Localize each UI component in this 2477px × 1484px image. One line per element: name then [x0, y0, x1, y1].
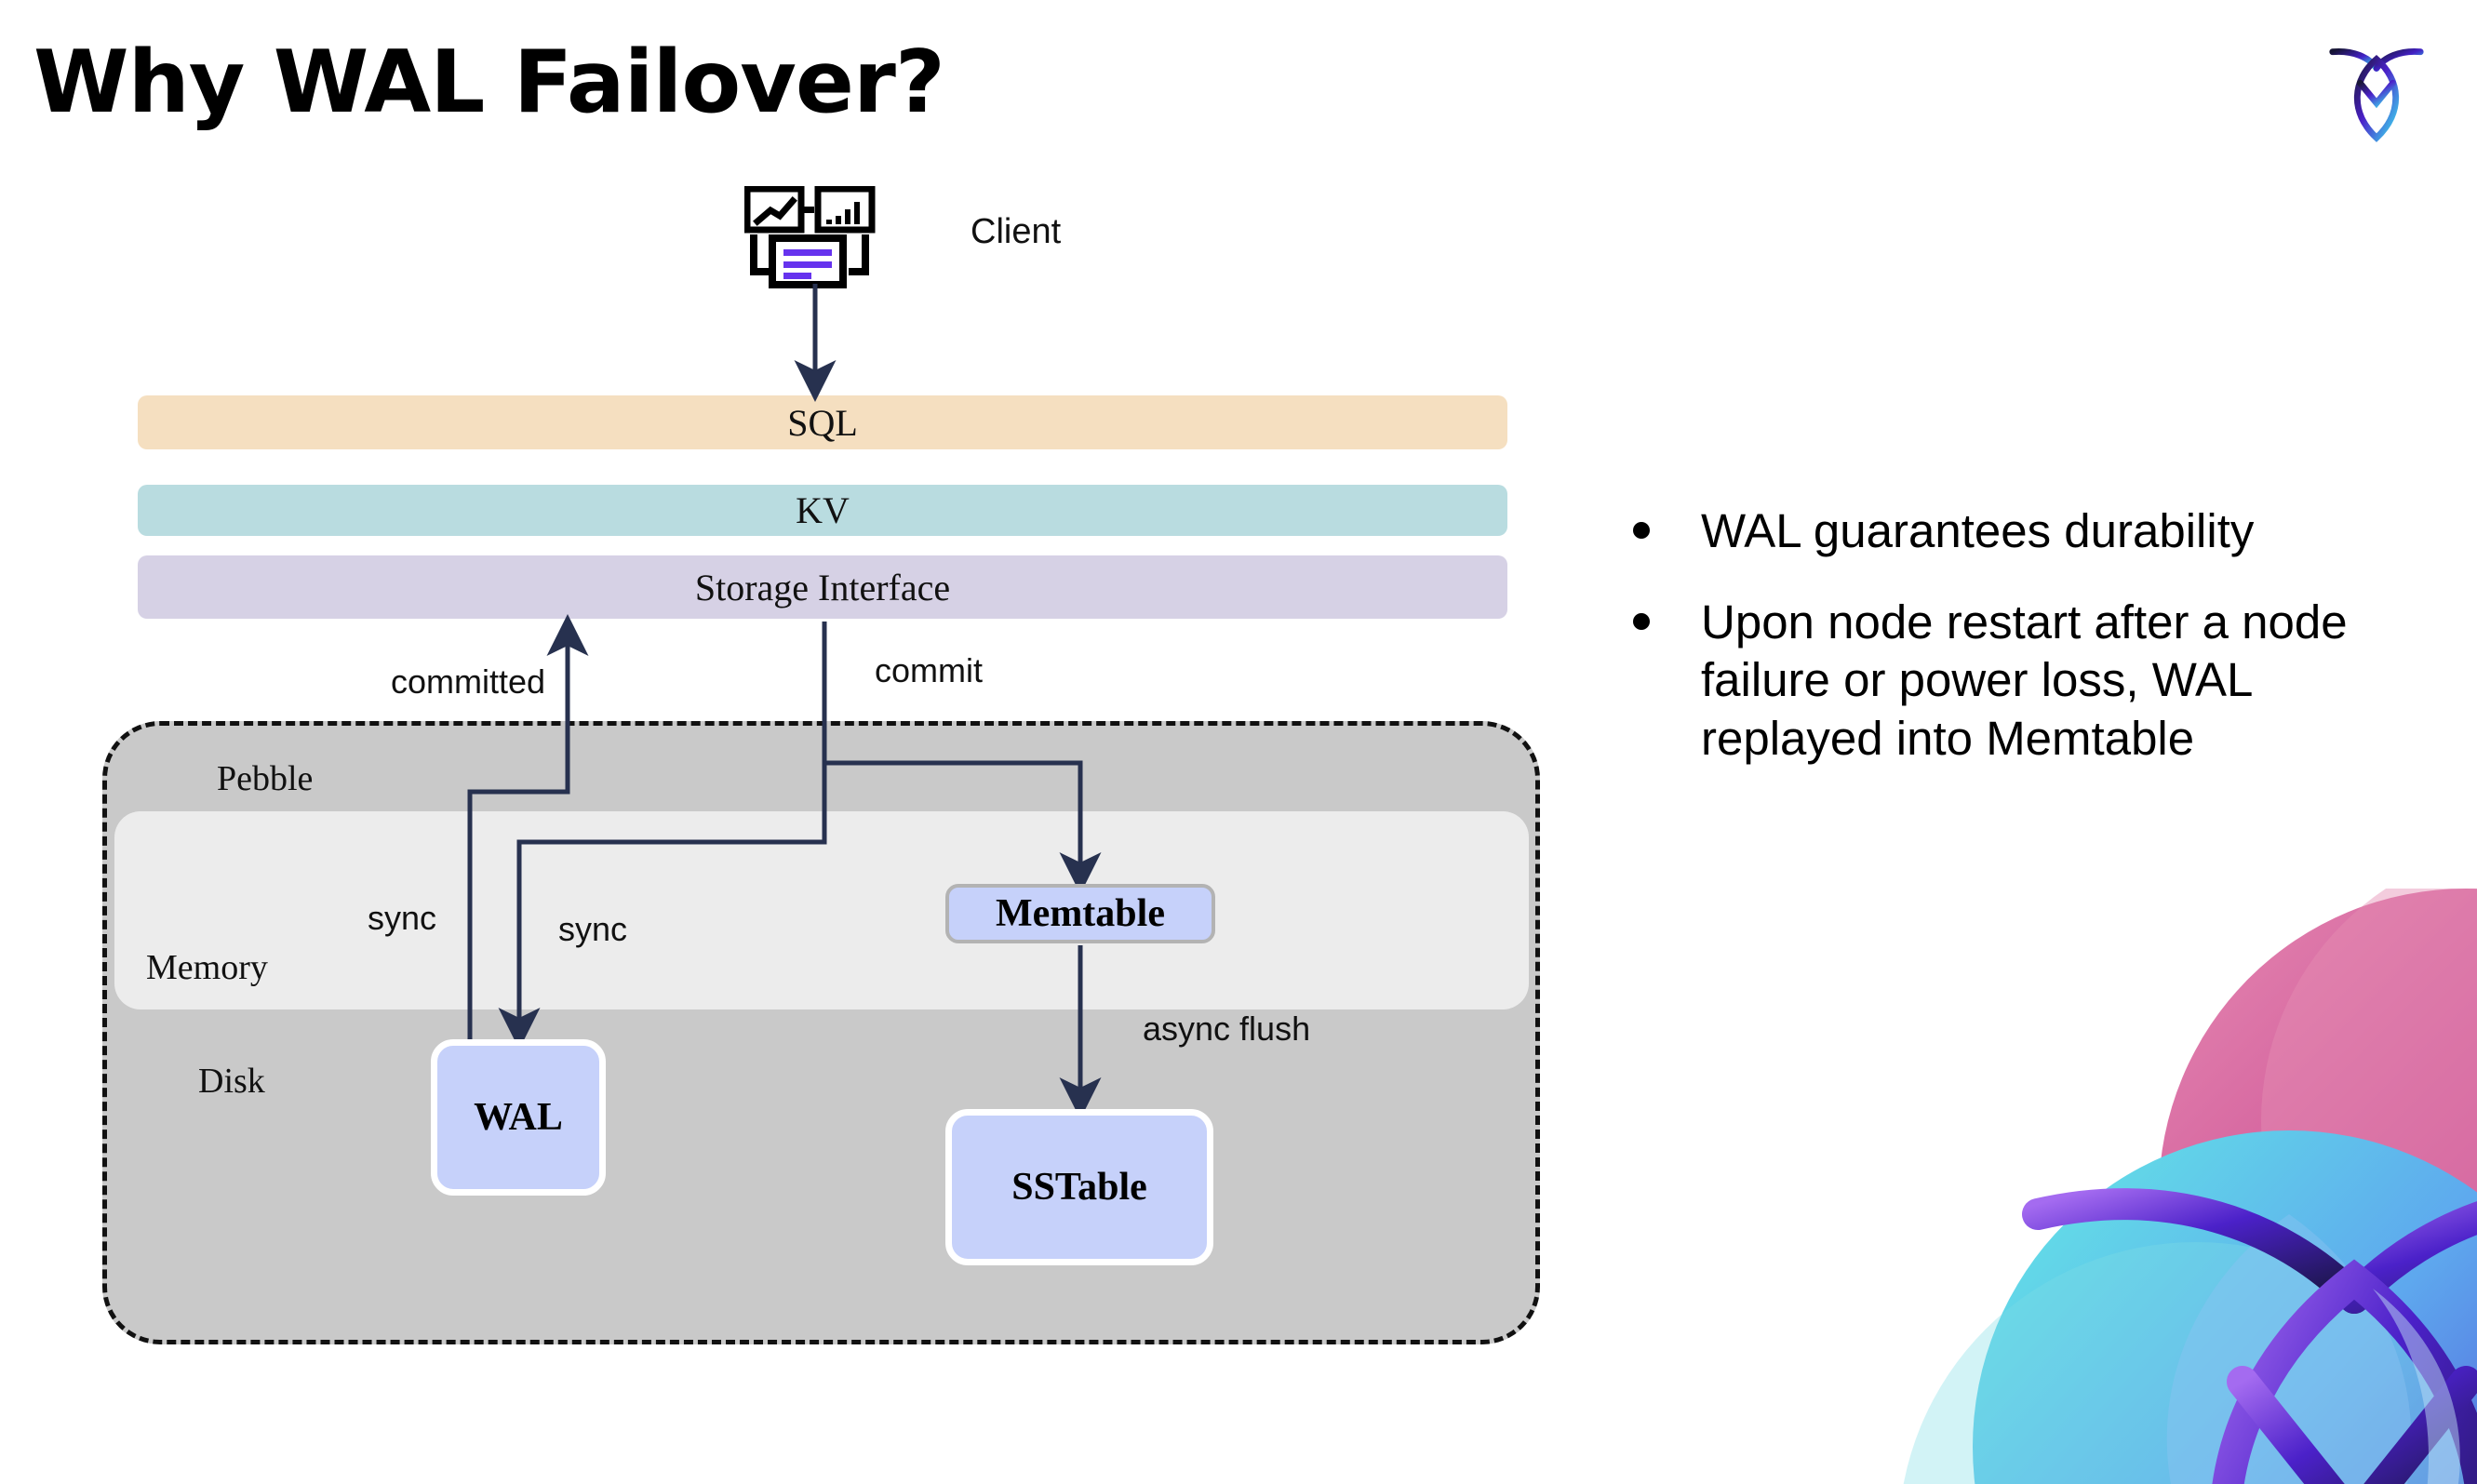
node-sstable: SSTable	[945, 1109, 1213, 1265]
cockroach-logo-icon	[2322, 35, 2431, 145]
layer-kv: KV	[138, 485, 1507, 536]
client-label: Client	[971, 212, 1062, 251]
bullet-dot-icon	[1633, 613, 1650, 631]
client-dashboard-icon	[743, 185, 886, 288]
edge-label-commit: commit	[875, 651, 983, 689]
edge-label-async-flush: async flush	[1143, 1009, 1311, 1048]
list-item: Upon node restart after a node failure o…	[1633, 594, 2433, 768]
bullet-list: WAL guarantees durability Upon node rest…	[1633, 502, 2433, 801]
layer-sql: SQL	[138, 395, 1507, 449]
memory-label: Memory	[146, 948, 268, 987]
disk-label: Disk	[198, 1062, 265, 1101]
pebble-label: Pebble	[217, 759, 314, 798]
architecture-diagram: Client Pebble Memory Disk SQL KV Storage…	[102, 185, 1540, 1344]
bullet-dot-icon	[1633, 522, 1650, 539]
bullet-text: Upon node restart after a node failure o…	[1701, 595, 2348, 765]
edge-label-committed: committed	[391, 662, 546, 701]
bullet-text: WAL guarantees durability	[1701, 504, 2255, 557]
page-title: Why WAL Failover?	[33, 32, 945, 132]
cockroach-watermark-icon	[1889, 889, 2477, 1484]
node-wal: WAL	[431, 1039, 606, 1196]
memory-region	[114, 811, 1529, 1009]
node-memtable: Memtable	[945, 884, 1215, 943]
layer-storage-interface: Storage Interface	[138, 555, 1507, 619]
edge-label-sync-up: sync	[368, 899, 437, 937]
edge-label-sync-down: sync	[558, 910, 628, 948]
list-item: WAL guarantees durability	[1633, 502, 2433, 560]
